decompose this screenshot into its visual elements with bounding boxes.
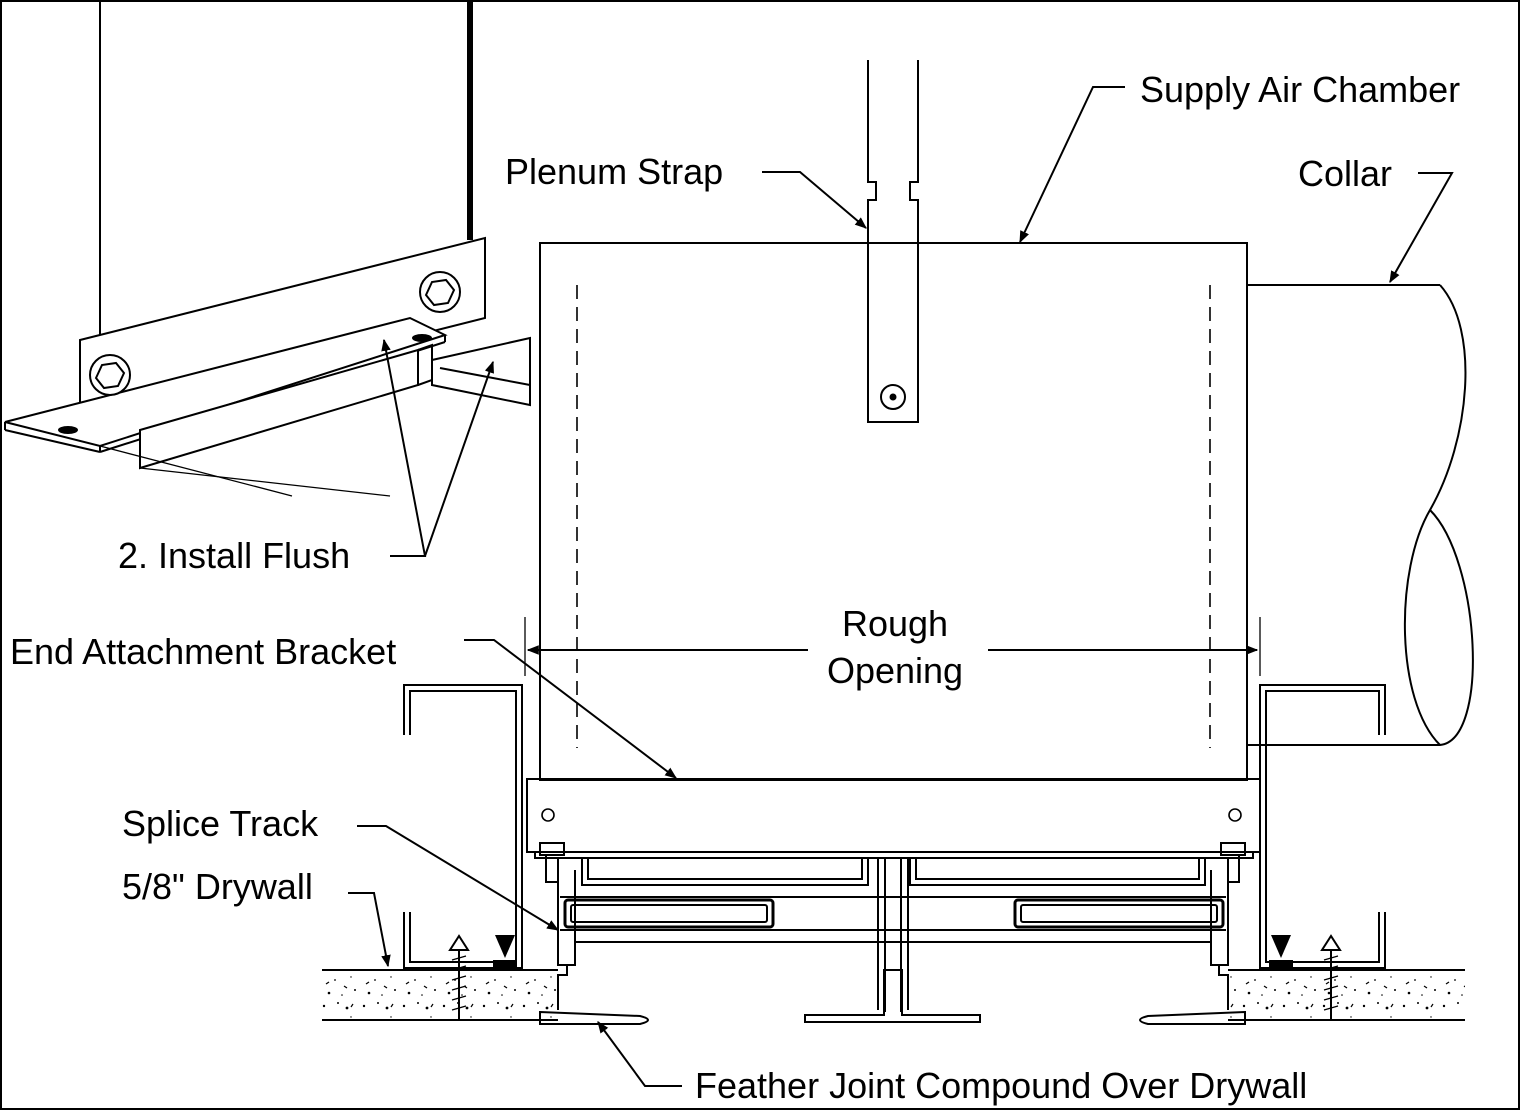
leader-end-bracket: [464, 639, 677, 779]
label-feather-joint: Feather Joint Compound Over Drywall: [695, 1065, 1307, 1106]
screw-left-1: [448, 934, 470, 1020]
leader-splice-track: [357, 825, 560, 931]
leader-plenum-strap: [762, 171, 867, 229]
plenum-strap: [867, 60, 919, 423]
drywall-right: [1228, 969, 1465, 1021]
bolt-right: [419, 271, 461, 313]
label-end-attachment-bracket: End Attachment Bracket: [10, 631, 396, 672]
label-opening: Opening: [827, 650, 963, 691]
slot-right: [412, 334, 432, 342]
splice-track-assembly: [534, 842, 1254, 1023]
drywall-left: [322, 969, 558, 1021]
channel-right: [1259, 684, 1386, 969]
channel-left: [403, 684, 523, 969]
leader-install-flush-2: [424, 360, 494, 557]
leader-feather-joint: [597, 1021, 682, 1087]
label-collar: Collar: [1298, 153, 1392, 194]
supply-air-chamber: [539, 242, 1248, 781]
screw-right-1: [1269, 935, 1293, 970]
joint-compound-left: [539, 1010, 649, 1025]
screw-left-2: [493, 935, 517, 970]
screw-right-2: [1320, 934, 1342, 1020]
label-rough: Rough: [842, 603, 948, 644]
bracket-detail: [4, 0, 531, 497]
leader-supply-air-chamber: [1019, 86, 1125, 244]
rough-opening-dimension: [524, 617, 1261, 676]
slot-left: [58, 426, 78, 434]
label-install-flush: 2. Install Flush: [118, 535, 350, 576]
label-plenum-strap: Plenum Strap: [505, 151, 723, 192]
leader-drywall: [348, 892, 391, 968]
label-supply-air-chamber: Supply Air Chamber: [1140, 69, 1460, 110]
leader-collar: [1389, 172, 1454, 284]
joint-compound-right: [1139, 1010, 1246, 1025]
bolt-left: [89, 354, 131, 396]
collar: [1247, 284, 1474, 747]
label-splice-track: Splice Track: [122, 803, 319, 844]
end-attachment-bracket: [526, 778, 1261, 853]
label-drywall: 5/8" Drywall: [122, 866, 313, 907]
